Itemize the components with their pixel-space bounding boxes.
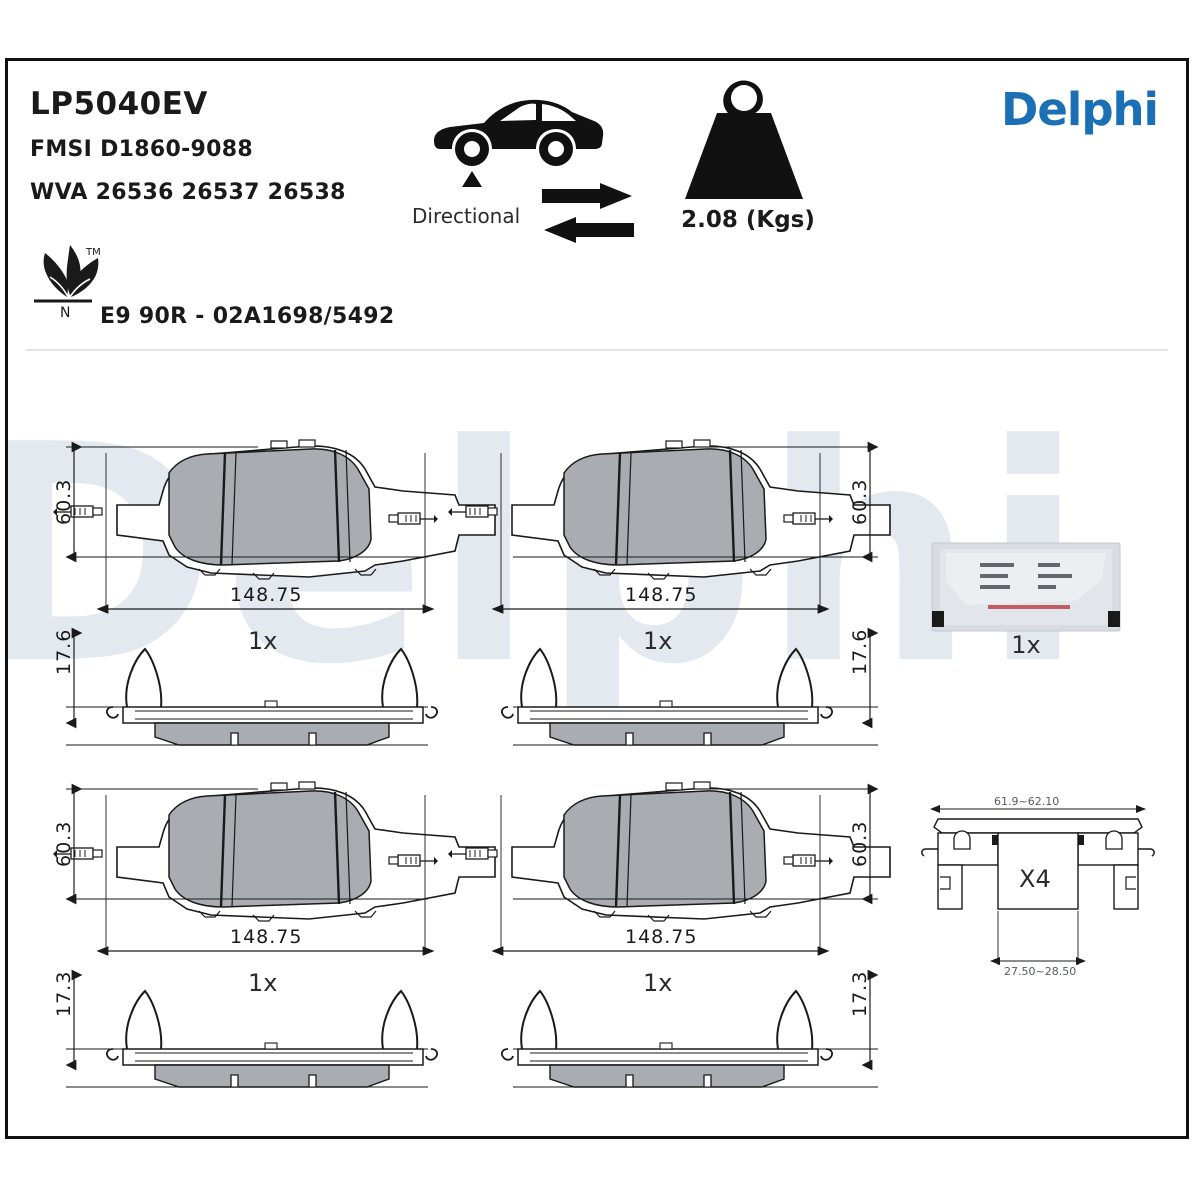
pad-width-dim: 148.75 xyxy=(625,926,697,948)
sachet-graphic xyxy=(931,542,1121,632)
header: LP5040EV FMSI D1860-9088 WVA 26536 26537… xyxy=(8,61,1186,341)
car-front-axle-icon xyxy=(434,99,604,187)
datasheet-frame: Delphi LP5040EV FMSI D1860-9088 WVA 2653… xyxy=(5,58,1189,1139)
pad-quantity: 1x xyxy=(643,969,672,997)
pad-height-dim: 60.3 xyxy=(849,479,871,525)
page-title: LP5040EV xyxy=(30,86,208,122)
pad-thickness-dim: 17.3 xyxy=(53,971,75,1017)
pad-quantity: 1x xyxy=(248,627,277,655)
eco-leaf-icon: N TM xyxy=(34,245,101,321)
pad-width-dim: 148.75 xyxy=(625,584,697,606)
pad-height-dim: 60.3 xyxy=(849,821,871,867)
bidirectional-arrows-icon xyxy=(542,183,634,243)
shim-depth-dim: 27.50~28.50 xyxy=(1004,965,1076,978)
technical-drawings: 60.3 148.75 1x 17.6 xyxy=(8,361,1186,1121)
sachet-quantity: 1x xyxy=(1011,631,1041,659)
pad-height-dim: 60.3 xyxy=(53,821,75,867)
pad-thickness-dim: 17.6 xyxy=(849,629,871,675)
pad-width-dim: 148.75 xyxy=(230,584,302,606)
pad-quantity: 1x xyxy=(248,969,277,997)
axle-position-block: Directional xyxy=(412,79,642,249)
eco-mark-letter: N xyxy=(60,305,70,321)
fmsi-code: FMSI D1860-9088 xyxy=(30,137,253,162)
hardware-quantity: X4 xyxy=(1019,865,1051,893)
pad-drawing-top-right: 60.3 148.75 1x 17.6 xyxy=(447,438,892,746)
pad-thickness-dim: 17.6 xyxy=(53,629,75,675)
pad-width-dim: 148.75 xyxy=(230,926,302,948)
pad-quantity: 1x xyxy=(643,627,672,655)
trademark-symbol: TM xyxy=(85,247,101,258)
shim-width-dim: 61.9~62.10 xyxy=(994,795,1059,808)
hardware-kit-drawing: 61.9~62.10 27.50~28.50 X4 xyxy=(921,795,1155,978)
pad-drawing-top-left: 60.3 148.75 1x 17.6 xyxy=(52,438,497,746)
header-divider xyxy=(26,349,1168,351)
delphi-logo: Delphi xyxy=(1001,83,1159,136)
pad-drawing-bottom-left: 60.3 148.75 1x 17.3 xyxy=(52,780,497,1088)
drawing-canvas: 60.3 148.75 1x 17.6 xyxy=(52,438,1155,1088)
weight-icon xyxy=(685,80,803,199)
pad-thickness-dim: 17.3 xyxy=(849,971,871,1017)
pad-height-dim: 60.3 xyxy=(53,479,75,525)
weight-block: 2.08 (Kgs) xyxy=(653,75,843,245)
ece-approval-code: E9 90R - 02A1698/5492 xyxy=(100,304,395,329)
directional-label: Directional xyxy=(412,204,521,228)
pad-drawing-bottom-right: 60.3 148.75 1x 17.3 xyxy=(447,780,892,1088)
weight-value: 2.08 (Kgs) xyxy=(681,207,815,233)
grease-sachet-image xyxy=(926,539,1126,649)
wva-code: WVA 26536 26537 26538 xyxy=(30,180,346,205)
